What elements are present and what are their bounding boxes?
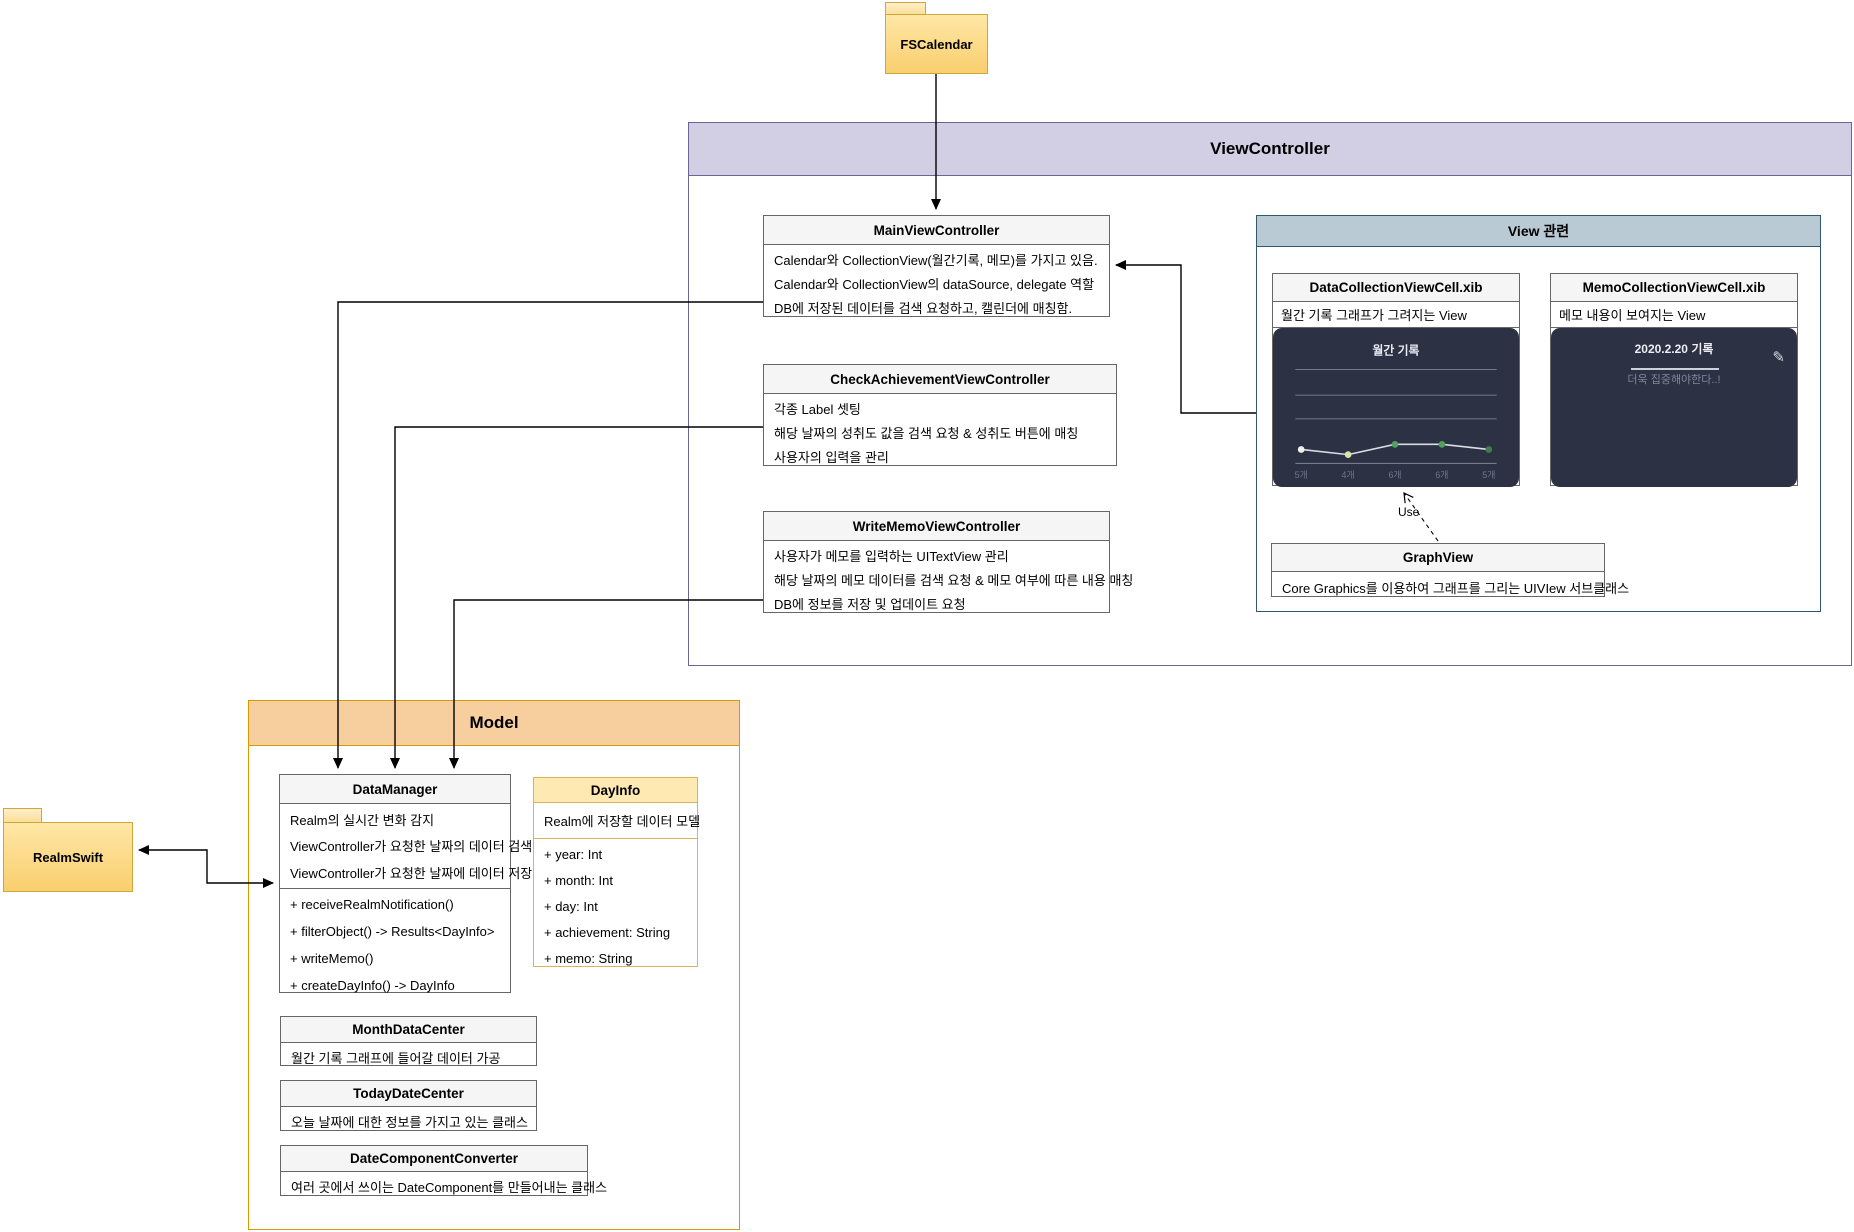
memo-collection-view-cell-subtitle: 메모 내용이 보여지는 View [1551,302,1797,328]
check-achievement-viewcontroller-class: CheckAchievementViewController 각종 Label … [763,364,1117,466]
class-text-line: 여러 곳에서 쓰이는 DateComponent를 만들어내는 클래스 [291,1180,608,1195]
fscalendar-package: FSCalendar [885,14,988,74]
today-date-center-title: TodayDateCenter [281,1081,536,1107]
class-attribute-line: + day: Int [544,898,598,914]
class-text-line: 월간 기록 그래프에 들어갈 데이터 가공 [291,1050,501,1066]
day-info-title: DayInfo [534,778,697,803]
memo-title-underline [1631,368,1719,370]
class-method-line: + receiveRealmNotification() [290,897,454,912]
use-dependency-label: Use [1398,505,1420,519]
data-collection-view-cell-class: DataCollectionViewCell.xib 월간 기록 그래프가 그려… [1272,273,1520,487]
class-text-line: 각종 Label 셋팅 [774,401,861,417]
class-text-line: 사용자가 메모를 입력하는 UITextView 관리 [774,548,1009,564]
memo-preview: 2020.2.20 기록 더욱 집중해야한다..! ✎ [1551,328,1797,487]
main-viewcontroller-class: MainViewController Calendar와 CollectionV… [763,215,1110,317]
class-text-line: Calendar와 CollectionView의 dataSource, de… [774,276,1095,292]
write-memo-viewcontroller-class: WriteMemoViewController 사용자가 메모를 입력하는 UI… [763,511,1133,613]
class-attribute-line: + achievement: String [544,925,671,941]
class-text-line: ViewController가 요청한 날짜에 데이터 저장 [290,866,533,882]
class-text-line: DB에 정보를 저장 및 업데이트 요청 [774,597,966,613]
write-memo-viewcontroller-title: WriteMemoViewController [764,512,1109,541]
data-manager-class: DataManager Realm의 실시간 변화 감지 ViewControl… [279,774,533,993]
class-attribute-line: + year: Int [544,846,603,862]
class-attribute-line: + memo: String [544,951,633,967]
model-container-title: Model [469,713,519,732]
date-component-converter-class: DateComponentConverter 여러 곳에서 쓰이는 DateCo… [280,1145,607,1196]
view-group-header: View 관련 [1257,216,1820,247]
viewcontroller-container-header: ViewController [689,123,1851,176]
data-manager-methods: + receiveRealmNotification() + filterObj… [280,888,510,1001]
realmswift-package: RealmSwift [3,822,133,892]
class-text-line: Calendar와 CollectionView(월간기록, 메모)를 가지고 … [774,252,1098,268]
svg-text:6개: 6개 [1388,470,1401,480]
svg-text:5개: 5개 [1295,470,1308,480]
svg-text:4개: 4개 [1342,470,1355,480]
graph-view-title: GraphView [1272,544,1604,572]
class-text-line: ViewController가 요청한 날짜의 데이터 검색 [290,839,533,855]
class-text-line: 해당 날짜의 성취도 값을 검색 요청 & 성취도 버튼에 매칭 [774,425,1079,441]
view-group-title: View 관련 [1507,223,1570,239]
monthly-graph-preview: 5개 4개 6개 6개 5개 월간 기록 [1273,328,1519,487]
main-viewcontroller-title: MainViewController [764,216,1109,245]
day-info-attributes: + year: Int + month: Int + day: Int + ac… [534,838,697,974]
viewcontroller-container-title: ViewController [1210,139,1330,158]
write-memo-body: 사용자가 메모를 입력하는 UITextView 관리 해당 날짜의 메모 데이… [764,541,1134,618]
memo-collection-view-cell-class: MemoCollectionViewCell.xib 메모 내용이 보여지는 V… [1550,273,1798,487]
svg-text:5개: 5개 [1482,470,1495,480]
realmswift-package-tab [3,808,42,822]
class-text-line: 해당 날짜의 메모 데이터를 검색 요청 & 메모 여부에 따른 내용 매칭 [774,572,1134,588]
main-viewcontroller-body: Calendar와 CollectionView(월간기록, 메모)를 가지고 … [764,245,1109,322]
data-collection-view-cell-title: DataCollectionViewCell.xib [1273,274,1519,302]
model-container-header: Model [249,701,739,746]
fscalendar-package-label: FSCalendar [900,36,973,52]
svg-text:월간 기록: 월간 기록 [1373,344,1420,358]
check-achievement-viewcontroller-title: CheckAchievementViewController [764,365,1116,394]
class-text-line: 오늘 날짜에 대한 정보를 가지고 있는 클래스 [291,1115,528,1130]
monthly-line-chart: 5개 4개 6개 6개 5개 월간 기록 [1295,344,1497,480]
memo-preview-title: 2020.2.20 기록 [1634,342,1714,356]
check-achievement-body: 각종 Label 셋팅 해당 날짜의 성취도 값을 검색 요청 & 성취도 버튼… [764,394,1116,471]
realmswift-package-label: RealmSwift [32,849,104,865]
pencil-icon: ✎ [1772,349,1785,366]
class-text-line: Core Graphics를 이용하여 그래프를 그리는 UIVIew 서브클래… [1282,580,1630,596]
class-text-line: DB에 저장된 데이터를 검색 요청하고, 캘린더에 매칭함. [774,301,1073,317]
fscalendar-package-tab [885,2,926,15]
memo-preview-text: 더욱 집중해야한다..! [1627,374,1721,386]
month-data-center-class: MonthDataCenter 월간 기록 그래프에 들어갈 데이터 가공 [280,1016,537,1066]
class-text-line: Realm에 저장할 데이터 모델 [544,814,701,829]
class-method-line: + writeMemo() [290,951,374,966]
data-manager-responsibilities: Realm의 실시간 변화 감지 ViewController가 요청한 날짜의… [280,804,533,888]
day-info-description: Realm에 저장할 데이터 모델 [534,803,701,838]
month-data-center-body: 월간 기록 그래프에 들어갈 데이터 가공 [281,1043,536,1071]
date-component-converter-body: 여러 곳에서 쓰이는 DateComponent를 만들어내는 클래스 [281,1172,608,1201]
data-collection-view-cell-subtitle: 월간 기록 그래프가 그려지는 View [1273,302,1519,328]
class-method-line: + filterObject() -> Results<DayInfo> [290,924,495,939]
graph-view-class: GraphView Core Graphics를 이용하여 그래프를 그리는 U… [1271,543,1629,597]
class-method-line: + createDayInfo() -> DayInfo [290,978,455,993]
class-text-line: 사용자의 입력을 관리 [774,450,889,466]
memo-collection-view-cell-title: MemoCollectionViewCell.xib [1551,274,1797,302]
graph-view-body: Core Graphics를 이용하여 그래프를 그리는 UIVIew 서브클래… [1272,572,1630,602]
svg-text:6개: 6개 [1435,470,1448,480]
data-manager-title: DataManager [280,775,510,804]
today-date-center-body: 오늘 날짜에 대한 정보를 가지고 있는 클래스 [281,1107,536,1136]
date-component-converter-title: DateComponentConverter [281,1146,587,1172]
class-text-line: Realm의 실시간 변화 감지 [290,812,435,828]
month-data-center-title: MonthDataCenter [281,1017,536,1043]
today-date-center-class: TodayDateCenter 오늘 날짜에 대한 정보를 가지고 있는 클래스 [280,1080,537,1131]
day-info-class: DayInfo Realm에 저장할 데이터 모델 + year: Int + … [533,777,701,967]
class-attribute-line: + month: Int [544,872,614,888]
